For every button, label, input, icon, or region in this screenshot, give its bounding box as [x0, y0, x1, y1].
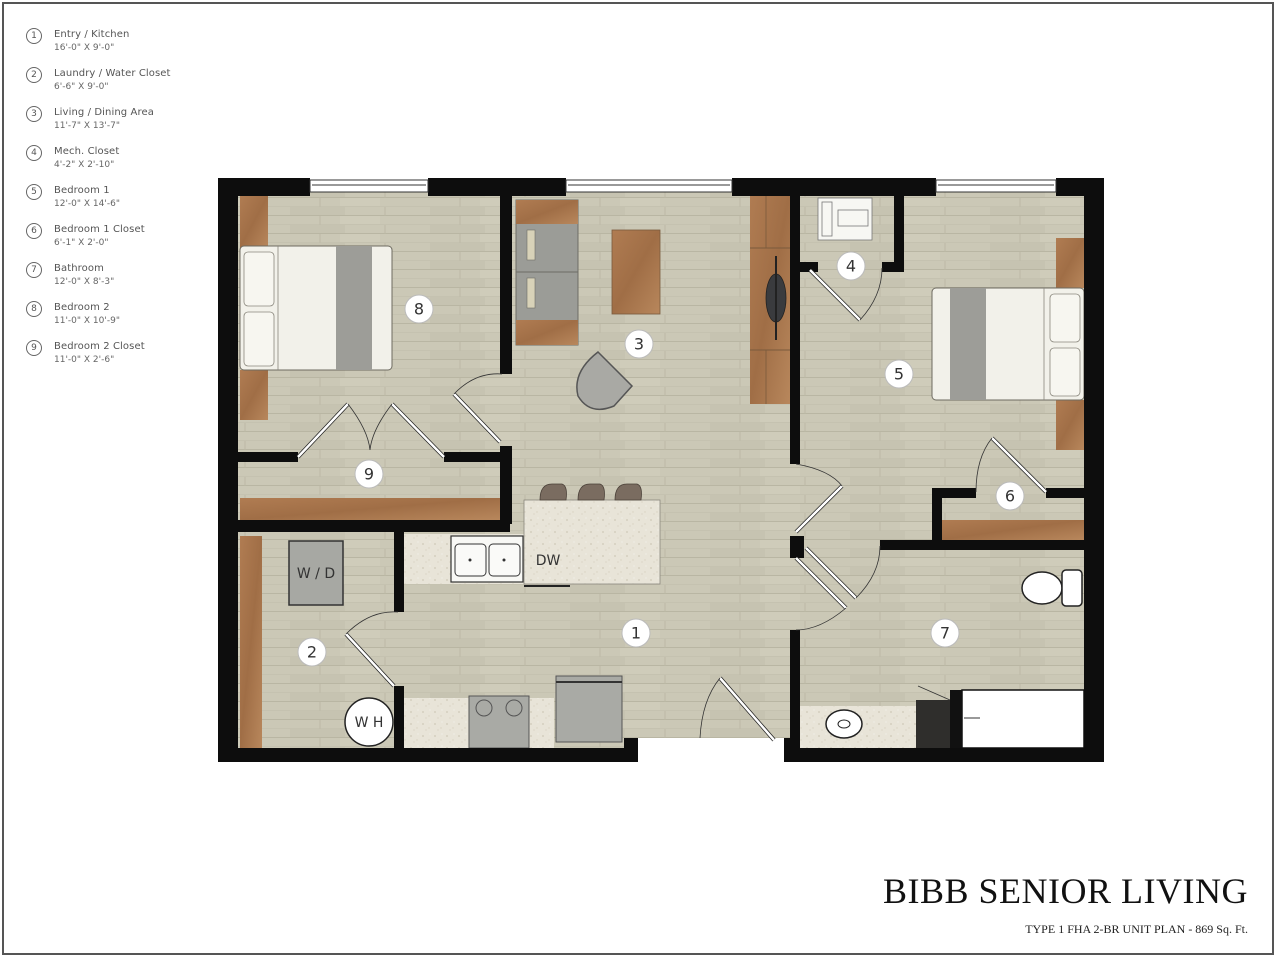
legend-item: 1 Entry / Kitchen 16'-0" X 9'-0": [26, 28, 206, 67]
legend-number: 8: [26, 301, 42, 317]
legend-room-name: Bathroom: [54, 263, 104, 274]
svg-text:2: 2: [307, 643, 317, 662]
bedroom-1-furniture: [817, 197, 1085, 540]
legend-item: 3 Living / Dining Area 11'-7" X 13'-7": [26, 106, 206, 145]
room-marker-6: 6: [995, 481, 1025, 511]
water-heater-label: W H: [355, 715, 384, 731]
legend-item: 4 Mech. Closet 4'-2" X 2'-10": [26, 145, 206, 184]
legend-room-dimensions: 4'-2" X 2'-10": [54, 160, 115, 170]
legend-item: 7 Bathroom 12'-0" X 8'-3": [26, 262, 206, 301]
room-marker-8: 8: [404, 294, 434, 324]
room-marker-3: 3: [624, 329, 654, 359]
legend-number: 5: [26, 184, 42, 200]
legend-room-name: Bedroom 1 Closet: [54, 224, 145, 235]
legend-room-dimensions: 12'-0" X 14'-6": [54, 199, 120, 209]
dishwasher-label: DW: [536, 553, 561, 569]
legend-room-dimensions: 11'-0" X 10'-9": [54, 316, 120, 326]
bedroom-2-furniture: [239, 196, 500, 520]
legend-number: 1: [26, 28, 42, 44]
legend-item: 9 Bedroom 2 Closet 11'-0" X 2'-6": [26, 340, 206, 379]
legend-room-name: Bedroom 2: [54, 302, 110, 313]
legend-room-name: Entry / Kitchen: [54, 29, 130, 40]
room-marker-2: 2: [297, 637, 327, 667]
legend-room-dimensions: 16'-0" X 9'-0": [54, 43, 115, 53]
legend-room-name: Laundry / Water Closet: [54, 68, 171, 79]
room-marker-5: 5: [884, 359, 914, 389]
room-markers: 1 2 3 4 5 6 7 8 9: [297, 251, 1025, 667]
project-subtitle: TYPE 1 FHA 2-BR UNIT PLAN - 869 Sq. Ft.: [1025, 922, 1248, 936]
legend-item: 5 Bedroom 1 12'-0" X 14'-6": [26, 184, 206, 223]
legend-room-dimensions: 11'-7" X 13'-7": [54, 121, 120, 131]
legend-room-dimensions: 6'-1" X 2'-0": [54, 238, 109, 248]
legend-room-name: Mech. Closet: [54, 146, 120, 157]
legend-number: 3: [26, 106, 42, 122]
washer-dryer-label: W / D: [297, 566, 335, 582]
legend-number: 6: [26, 223, 42, 239]
project-title: BIBB SENIOR LIVING: [883, 871, 1248, 911]
room-marker-9: 9: [354, 459, 384, 489]
svg-text:7: 7: [940, 624, 950, 643]
svg-text:9: 9: [364, 465, 374, 484]
legend-room-dimensions: 12'-0" X 8'-3": [54, 277, 115, 287]
svg-text:6: 6: [1005, 487, 1015, 506]
legend-item: 6 Bedroom 1 Closet 6'-1" X 2'-0": [26, 223, 206, 262]
svg-text:8: 8: [414, 300, 424, 319]
doors: [296, 267, 1048, 742]
svg-text:1: 1: [631, 624, 641, 643]
legend-item: 2 Laundry / Water Closet 6'-6" X 9'-0": [26, 67, 206, 106]
room-marker-7: 7: [930, 618, 960, 648]
bathroom-fixtures: [796, 569, 1085, 749]
svg-text:3: 3: [634, 335, 644, 354]
legend-room-dimensions: 6'-6" X 9'-0": [54, 82, 109, 92]
legend-number: 4: [26, 145, 42, 161]
legend-item: 8 Bedroom 2 11'-0" X 10'-9": [26, 301, 206, 340]
legend-number: 2: [26, 67, 42, 83]
living-furniture: [515, 194, 790, 411]
kitchen-fixtures: [404, 483, 661, 749]
legend-number: 7: [26, 262, 42, 278]
room-marker-4: 4: [836, 251, 866, 281]
svg-text:4: 4: [846, 257, 856, 276]
legend-room-dimensions: 11'-0" X 2'-6": [54, 355, 115, 365]
windows: [309, 179, 1057, 193]
room-marker-1: 1: [621, 618, 651, 648]
legend-room-name: Bedroom 1: [54, 185, 110, 196]
room-legend: 1 Entry / Kitchen 16'-0" X 9'-0" 2 Laund…: [26, 28, 206, 379]
legend-room-name: Bedroom 2 Closet: [54, 341, 145, 352]
legend-number: 9: [26, 340, 42, 356]
svg-text:5: 5: [894, 365, 904, 384]
legend-room-name: Living / Dining Area: [54, 107, 154, 118]
laundry-fixtures: [240, 536, 394, 748]
walls: [218, 178, 1104, 762]
